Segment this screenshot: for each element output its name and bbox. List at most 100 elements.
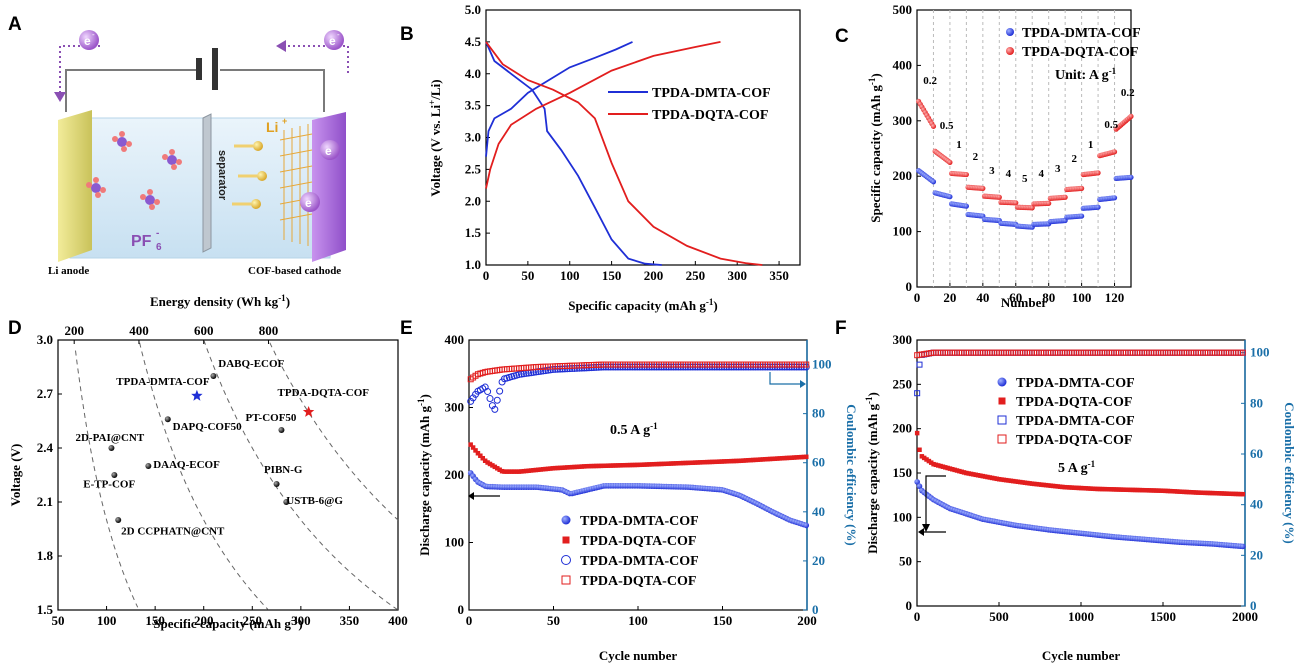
y-tick-label: 100 xyxy=(893,509,913,524)
x-tick-label: 200 xyxy=(797,613,817,628)
pf6-sup: - xyxy=(156,228,159,239)
y-tick-label: 400 xyxy=(445,332,465,347)
data-point xyxy=(543,466,548,472)
electron-sup-left: - xyxy=(92,30,95,39)
rate-annotation-sup: -1 xyxy=(1088,459,1096,469)
plot-frame xyxy=(57,339,399,611)
arrowhead-icon xyxy=(922,524,930,532)
data-point xyxy=(734,458,739,464)
electron-label-cathode-2: e xyxy=(305,196,312,210)
data-point xyxy=(1032,481,1037,487)
data-point xyxy=(1221,491,1227,496)
point-label: 2D CCPHATN@CNT xyxy=(121,525,225,537)
data-point xyxy=(625,462,630,468)
iso-energy-curve xyxy=(269,342,399,521)
data-point xyxy=(933,462,939,468)
data-point xyxy=(1240,491,1246,497)
data-point xyxy=(1046,483,1051,488)
data-point xyxy=(1114,487,1119,492)
data-point xyxy=(685,460,691,466)
top-tick-label: 400 xyxy=(129,323,149,338)
data-point xyxy=(1205,490,1210,496)
y-tick-label: 2.7 xyxy=(37,386,54,401)
data-point xyxy=(794,455,799,460)
data-point xyxy=(651,461,657,467)
panel-e-letter: E xyxy=(400,318,413,339)
x-tick-label: 150 xyxy=(145,613,165,628)
legend-marker xyxy=(1006,28,1014,36)
y-tick-label: 2.5 xyxy=(465,161,482,176)
y-tick-label: 1.5 xyxy=(465,225,482,240)
data-point xyxy=(930,123,937,129)
y-axis-label-text: Voltage (V vs. Li xyxy=(428,104,443,196)
data-point xyxy=(1217,491,1222,496)
electron-icon-cathode-1 xyxy=(320,140,340,160)
data-point xyxy=(1088,486,1093,491)
series-line-discharge xyxy=(485,41,763,266)
x-axis-label-end: ) xyxy=(713,298,717,313)
y-axis-label-end: ) xyxy=(417,394,432,398)
data-point xyxy=(1062,194,1068,200)
x-axis-label: Specific capacity (mAh g-1) xyxy=(153,615,302,631)
data-point xyxy=(688,460,693,466)
data-point xyxy=(467,397,475,405)
data-point xyxy=(644,462,650,467)
rate-label: 4 xyxy=(1039,168,1045,180)
panel-a-schematic: A e - e - separator xyxy=(8,14,349,277)
data-point xyxy=(1235,491,1241,497)
data-point xyxy=(954,468,960,473)
data-point xyxy=(632,462,638,468)
y2-tick-label: 0 xyxy=(1250,598,1257,613)
plot-frame xyxy=(485,9,801,266)
x-tick-label: 80 xyxy=(1042,290,1055,305)
y-tick-label: 100 xyxy=(893,224,913,239)
data-point xyxy=(210,373,217,379)
point-label: PIBN-G xyxy=(264,464,303,476)
data-point xyxy=(663,461,669,466)
data-point xyxy=(748,457,753,463)
data-point xyxy=(480,455,486,461)
data-point xyxy=(1036,482,1042,487)
data-point xyxy=(538,467,543,472)
data-point xyxy=(519,469,524,474)
data-point xyxy=(1046,200,1052,206)
data-point xyxy=(615,463,621,468)
data-point xyxy=(935,463,941,468)
data-point xyxy=(1090,486,1096,491)
electron-label-cathode-1: e xyxy=(325,144,332,158)
legend-label: TPDA-DMTA-COF xyxy=(580,514,699,529)
x-tick-label: 1500 xyxy=(1150,609,1176,624)
y-tick-label: 2.0 xyxy=(465,193,481,208)
y-tick-label: 0 xyxy=(906,279,913,294)
data-point xyxy=(656,461,662,467)
series-line-discharge xyxy=(485,41,662,266)
rate-annotation-text: 5 A g xyxy=(1058,461,1088,476)
unit-note-text: Unit: A g xyxy=(1055,68,1109,83)
data-point xyxy=(717,459,722,464)
data-point xyxy=(521,468,527,474)
y-axis-label: Voltage (V vs. Li+/Li) xyxy=(427,79,443,196)
data-point xyxy=(1104,486,1110,492)
x-tick-label: 100 xyxy=(628,613,648,628)
data-point xyxy=(1083,486,1089,491)
data-point xyxy=(1181,489,1187,495)
data-point xyxy=(1184,489,1189,495)
data-point xyxy=(916,361,923,368)
legend-label: TPDA-DQTA-COF xyxy=(580,534,696,549)
y-tick-label: 4.0 xyxy=(465,66,481,81)
legend-marker xyxy=(998,397,1006,405)
data-point xyxy=(987,475,993,480)
data-point xyxy=(1041,482,1046,488)
x-tick-label: 350 xyxy=(340,613,360,628)
top-axis-label-end: ) xyxy=(286,294,290,309)
data-point xyxy=(1025,480,1030,486)
x-tick-label: 300 xyxy=(727,268,747,283)
data-point xyxy=(482,458,488,463)
data-point xyxy=(945,465,950,471)
data-point xyxy=(560,465,565,470)
rate-label: 1 xyxy=(956,139,962,151)
legend-label: TPDA-DQTA-COF xyxy=(1022,45,1138,60)
